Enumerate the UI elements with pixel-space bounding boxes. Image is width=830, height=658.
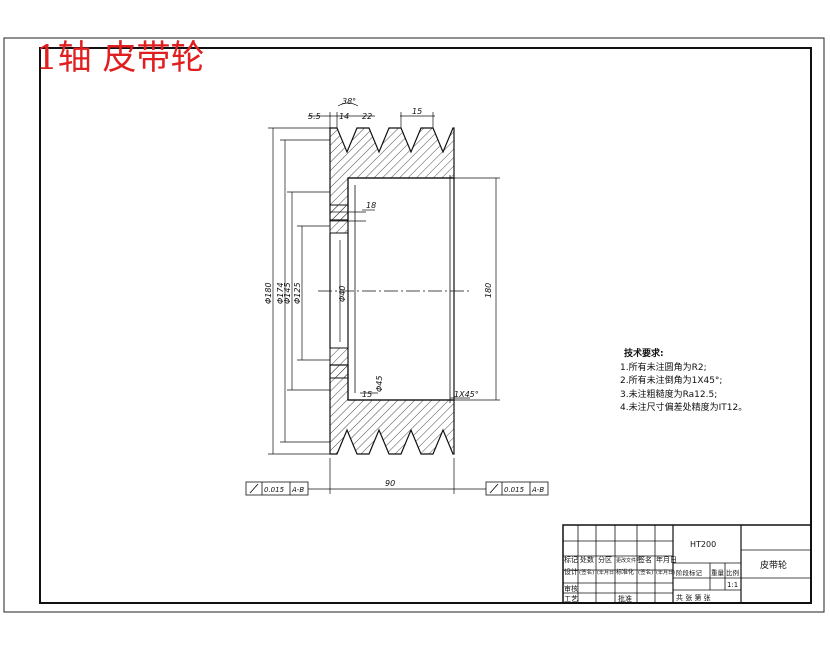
tb-label-biaoji: 标记 bbox=[564, 555, 578, 564]
dim-bore: Φ40 bbox=[338, 286, 347, 302]
tb-weight: 重量 bbox=[711, 569, 725, 577]
tb-label-biaozhunhua: 标准化 bbox=[616, 568, 634, 576]
tol-right-value: 0.015 bbox=[504, 486, 525, 494]
dim-chamfer: 1X45° bbox=[454, 390, 479, 399]
dim-5-5: 5.5 bbox=[308, 112, 321, 121]
dim-dia-174: Φ174 bbox=[276, 282, 285, 304]
tech-item: 3.未注粗糙度为Ra12.5; bbox=[620, 389, 718, 400]
dim-38deg: 38° bbox=[342, 97, 356, 106]
tb-scale-label: 比例 bbox=[726, 568, 739, 577]
tb-label-chushu: 处数 bbox=[580, 555, 594, 564]
dimension-lines bbox=[268, 102, 500, 494]
inner-border bbox=[39, 47, 812, 604]
runout-icon bbox=[249, 483, 259, 494]
tb-label-shenhe: 审核 bbox=[564, 584, 578, 593]
tb-label-genggai: 更改文件号 bbox=[616, 557, 641, 564]
dim-22: 22 bbox=[362, 112, 372, 121]
technical-requirements: 技术要求: 1.所有未注圆角为R2; 2.所有未注倒角为1X45°; 3.未注粗… bbox=[620, 348, 747, 416]
tb-label-pizhun: 批准 bbox=[618, 594, 632, 603]
dim-dia-180: Φ180 bbox=[264, 282, 273, 304]
pulley-section bbox=[318, 127, 470, 455]
top-rim-hatch bbox=[329, 127, 455, 221]
tol-left-value: 0.015 bbox=[264, 486, 285, 494]
dim-keyway-45: Φ45 bbox=[375, 376, 384, 392]
tb-label-qianming2: (签名) bbox=[579, 568, 594, 576]
runout-icon bbox=[489, 483, 499, 494]
tb-label-nianyueri2: (年月日) bbox=[597, 569, 616, 576]
tb-label-sheji: 设计 bbox=[564, 567, 578, 576]
dim-dia-125: Φ125 bbox=[293, 282, 302, 304]
tb-label-nianyueri3: (年月日) bbox=[656, 569, 675, 576]
dim-14: 14 bbox=[339, 112, 349, 121]
tb-sheets: 共 张 第 张 bbox=[676, 593, 711, 602]
tech-heading: 技术要求: bbox=[624, 349, 664, 359]
title-block bbox=[562, 524, 812, 604]
outer-border bbox=[3, 37, 825, 613]
dimension-text: 5.5 14 22 38° 15 90 180 Φ180 Φ174 Φ145 Φ… bbox=[264, 97, 493, 488]
drawing-title: 1轴 皮带轮 bbox=[36, 38, 205, 78]
tech-item: 2.所有未注倒角为1X45°; bbox=[620, 376, 723, 386]
tb-material: HT200 bbox=[690, 540, 716, 549]
tech-item: 1.所有未注圆角为R2; bbox=[620, 362, 707, 373]
web-outline bbox=[347, 177, 455, 401]
tb-scale-value: 1:1 bbox=[727, 581, 738, 589]
tb-label-nianyueri: 年月日 bbox=[656, 555, 677, 564]
tb-label-qianming3: (签名) bbox=[638, 568, 653, 576]
hub-lower-hatch bbox=[329, 347, 349, 379]
tb-label-gongyi: 工艺 bbox=[564, 595, 578, 603]
bottom-rim-hatch bbox=[329, 364, 455, 455]
dim-keyway-15: 15 bbox=[362, 390, 372, 399]
dim-dia-145: Φ145 bbox=[283, 282, 292, 304]
dim-15-top: 15 bbox=[412, 107, 422, 116]
tb-label-fenqu: 分区 bbox=[598, 555, 612, 564]
tb-part-name: 皮带轮 bbox=[760, 559, 787, 571]
dim-90: 90 bbox=[385, 479, 395, 488]
tb-stage-mark: 阶段标记 bbox=[676, 568, 703, 577]
title-block-text: 标记 处数 分区 更改文件号 签名 年月日 设计 (签名) (年月日) 标准化 … bbox=[564, 540, 787, 603]
dim-18: 18 bbox=[366, 201, 376, 210]
dim-180: 180 bbox=[484, 283, 493, 298]
tolerance-frame-right: 0.015 A-B bbox=[485, 481, 549, 496]
tb-label-qianming: 签名 bbox=[638, 555, 652, 564]
tech-item: 4.未注尺寸偏差处精度为IT12。 bbox=[620, 403, 748, 413]
hub-upper-hatch bbox=[329, 204, 349, 234]
tolerance-frame-left: 0.015 A-B bbox=[245, 481, 309, 496]
tol-right-datum: A-B bbox=[531, 486, 544, 494]
tol-left-datum: A-B bbox=[291, 486, 304, 494]
